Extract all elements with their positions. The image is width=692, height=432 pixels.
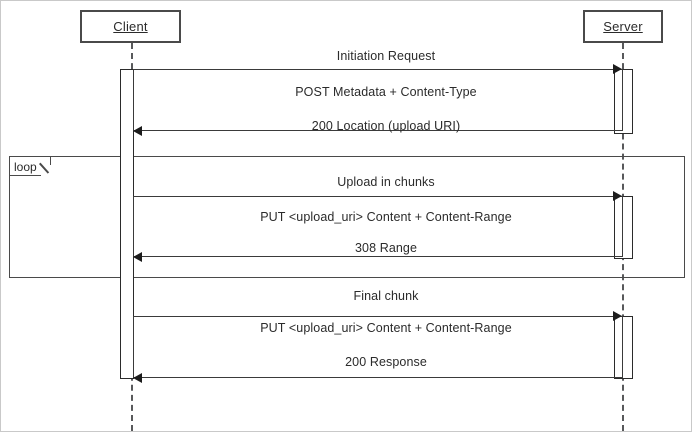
message-label-post-metadata: POST Metadata + Content-Type (295, 85, 477, 99)
arrow-head-308-range (133, 252, 142, 262)
activation-bar-server-chunk (614, 196, 633, 259)
section-caption-final-chunk: Final chunk (353, 289, 419, 303)
arrow-head-200-location (133, 126, 142, 136)
loop-fragment-label: loop (14, 159, 37, 174)
message-frame-upload-chunks (133, 196, 623, 257)
message-frame-initiation (133, 69, 623, 131)
message-label-put-chunk: PUT <upload_uri> Content + Content-Range (260, 210, 512, 224)
arrow-head-200-response (133, 373, 142, 383)
participant-box-client[interactable]: Client (80, 10, 181, 43)
activation-bar-server-final (614, 316, 633, 379)
arrow-head-put-final (613, 311, 622, 321)
arrow-head-put-chunk (613, 191, 622, 201)
loop-tab-right-edge (49, 156, 51, 165)
section-caption-initiation: Initiation Request (336, 49, 436, 63)
arrow-head-post-metadata (613, 64, 622, 74)
activation-bar-client (120, 69, 134, 379)
message-label-200-response: 200 Response (345, 355, 427, 369)
message-label-308-range: 308 Range (354, 241, 418, 255)
message-label-put-final: PUT <upload_uri> Content + Content-Range (260, 321, 512, 335)
loop-tab-bottom-edge (9, 174, 41, 176)
participant-label-server: Server (603, 19, 643, 34)
loop-fragment-frame (9, 156, 685, 278)
message-label-200-location: 200 Location (upload URI) (311, 119, 461, 133)
section-caption-upload-chunks: Upload in chunks (337, 175, 435, 189)
message-frame-final-chunk (133, 316, 623, 378)
participant-box-server[interactable]: Server (583, 10, 663, 43)
participant-label-client: Client (113, 19, 148, 34)
loop-fragment-tab: loop (9, 156, 51, 176)
activation-bar-server-initiation (614, 69, 633, 134)
